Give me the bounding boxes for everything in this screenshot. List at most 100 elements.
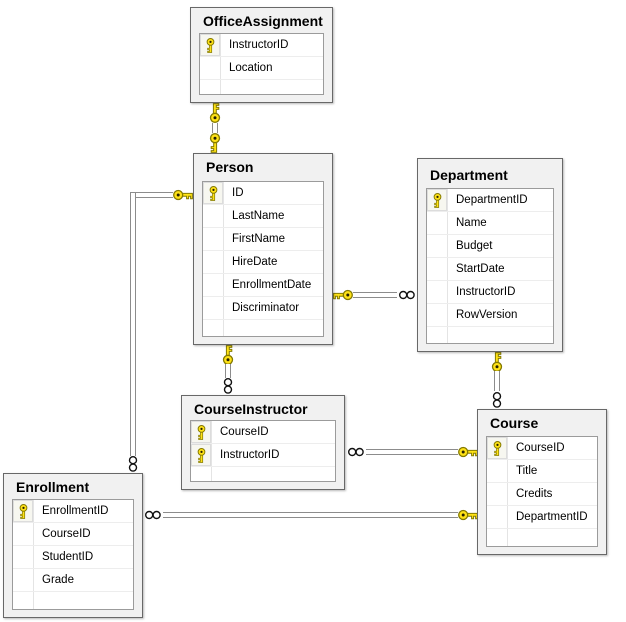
- table-enrollment[interactable]: Enrollment EnrollmentID CourseID Student…: [3, 473, 143, 618]
- icon-cell: [203, 297, 223, 319]
- table-course[interactable]: Course CourseID Title Credits Department…: [477, 409, 607, 555]
- infinity-icon: [492, 392, 502, 408]
- icon-cell: [487, 483, 507, 505]
- column-name: DepartmentID: [516, 511, 588, 523]
- column-name: RowVersion: [456, 309, 518, 321]
- column-name: CourseID: [516, 442, 565, 454]
- icon-cell: [427, 235, 447, 257]
- column-row[interactable]: CourseID: [13, 523, 133, 546]
- column-row[interactable]: Title: [487, 460, 597, 483]
- column-row[interactable]: InstructorID: [191, 444, 335, 467]
- primary-key-icon: [13, 500, 33, 522]
- table-officeassignment[interactable]: OfficeAssignment InstructorID Location: [190, 7, 333, 103]
- column-grid: CourseID InstructorID: [190, 420, 336, 482]
- column-name: ID: [232, 187, 244, 199]
- column-row[interactable]: RowVersion: [427, 304, 553, 327]
- icon-cell: [203, 251, 223, 273]
- icon-cell: [427, 212, 447, 234]
- column-row[interactable]: Discriminator: [203, 297, 323, 320]
- table-title[interactable]: Department: [430, 167, 508, 183]
- icon-cell: [487, 506, 507, 528]
- infinity-icon: [128, 456, 138, 472]
- primary-key-icon: [200, 34, 220, 56]
- column-row[interactable]: Location: [200, 57, 323, 80]
- table-title[interactable]: Person: [206, 159, 254, 175]
- column-name: DepartmentID: [456, 194, 528, 206]
- icon-cell: [200, 57, 220, 79]
- table-title[interactable]: Course: [490, 415, 539, 431]
- column-row[interactable]: Credits: [487, 483, 597, 506]
- column-row[interactable]: EnrollmentDate: [203, 274, 323, 297]
- column-grid: EnrollmentID CourseID StudentID Grade: [12, 499, 134, 610]
- relationship-line[interactable]: [366, 449, 458, 455]
- icon-cell: [203, 205, 223, 227]
- key-end-icon: [209, 102, 221, 123]
- relationship-line[interactable]: [225, 364, 231, 378]
- table-title[interactable]: CourseInstructor: [194, 401, 308, 417]
- key-end-icon: [458, 446, 479, 458]
- primary-key-icon: [191, 421, 211, 443]
- column-name: Name: [456, 217, 487, 229]
- column-row[interactable]: InstructorID: [200, 34, 323, 57]
- column-row[interactable]: DepartmentID: [487, 506, 597, 529]
- primary-key-icon: [191, 444, 211, 466]
- icon-cell: [203, 228, 223, 250]
- column-grid: ID LastName FirstName HireDate Enrollmen…: [202, 181, 324, 337]
- column-row[interactable]: CourseID: [487, 437, 597, 460]
- column-name: InstructorID: [220, 449, 280, 461]
- column-name: FirstName: [232, 233, 286, 245]
- key-end-icon: [458, 509, 479, 521]
- column-row[interactable]: DepartmentID: [427, 189, 553, 212]
- table-title[interactable]: OfficeAssignment: [203, 13, 323, 29]
- relationship-line[interactable]: [212, 123, 218, 133]
- column-name: HireDate: [232, 256, 278, 268]
- column-name: CourseID: [220, 426, 269, 438]
- column-name: Location: [229, 62, 273, 74]
- column-row[interactable]: InstructorID: [427, 281, 553, 304]
- key-end-icon: [491, 351, 503, 372]
- icon-cell: [13, 523, 33, 545]
- column-row[interactable]: CourseID: [191, 421, 335, 444]
- column-row[interactable]: ID: [203, 182, 323, 205]
- key-end-icon: [332, 289, 353, 301]
- relationship-line[interactable]: [353, 292, 397, 298]
- column-row[interactable]: HireDate: [203, 251, 323, 274]
- column-grid: CourseID Title Credits DepartmentID: [486, 436, 598, 547]
- relationship-line[interactable]: [130, 193, 136, 456]
- column-row[interactable]: Name: [427, 212, 553, 235]
- icon-cell: [13, 569, 33, 591]
- icon-cell: [203, 274, 223, 296]
- icon-cell: [13, 546, 33, 568]
- key-end-icon: [173, 189, 194, 201]
- table-courseinstructor[interactable]: CourseInstructor CourseID InstructorID: [181, 395, 345, 490]
- column-name: InstructorID: [456, 286, 516, 298]
- column-name: EnrollmentDate: [232, 279, 312, 291]
- column-row[interactable]: LastName: [203, 205, 323, 228]
- infinity-icon: [223, 378, 233, 394]
- infinity-icon: [348, 447, 364, 457]
- infinity-icon: [399, 290, 415, 300]
- icon-cell: [427, 258, 447, 280]
- icon-cell: [487, 460, 507, 482]
- table-title[interactable]: Enrollment: [16, 479, 90, 495]
- column-name: LastName: [232, 210, 285, 222]
- column-grid: DepartmentID Name Budget StartDate Instr…: [426, 188, 554, 344]
- column-row[interactable]: FirstName: [203, 228, 323, 251]
- primary-key-icon: [203, 182, 223, 204]
- icon-cell: [427, 304, 447, 326]
- column-row[interactable]: Budget: [427, 235, 553, 258]
- column-row[interactable]: StartDate: [427, 258, 553, 281]
- column-name: CourseID: [42, 528, 91, 540]
- column-row[interactable]: StudentID: [13, 546, 133, 569]
- table-department[interactable]: Department DepartmentID Name Budget Star…: [417, 158, 563, 352]
- key-end-icon: [222, 344, 234, 365]
- column-row[interactable]: EnrollmentID: [13, 500, 133, 523]
- relationship-line[interactable]: [163, 512, 458, 518]
- column-row[interactable]: Grade: [13, 569, 133, 592]
- relationship-line[interactable]: [130, 192, 173, 198]
- column-name: EnrollmentID: [42, 505, 109, 517]
- relationship-line[interactable]: [494, 371, 500, 391]
- table-person[interactable]: Person ID LastName FirstName HireDate En…: [193, 153, 333, 345]
- column-name: Title: [516, 465, 538, 477]
